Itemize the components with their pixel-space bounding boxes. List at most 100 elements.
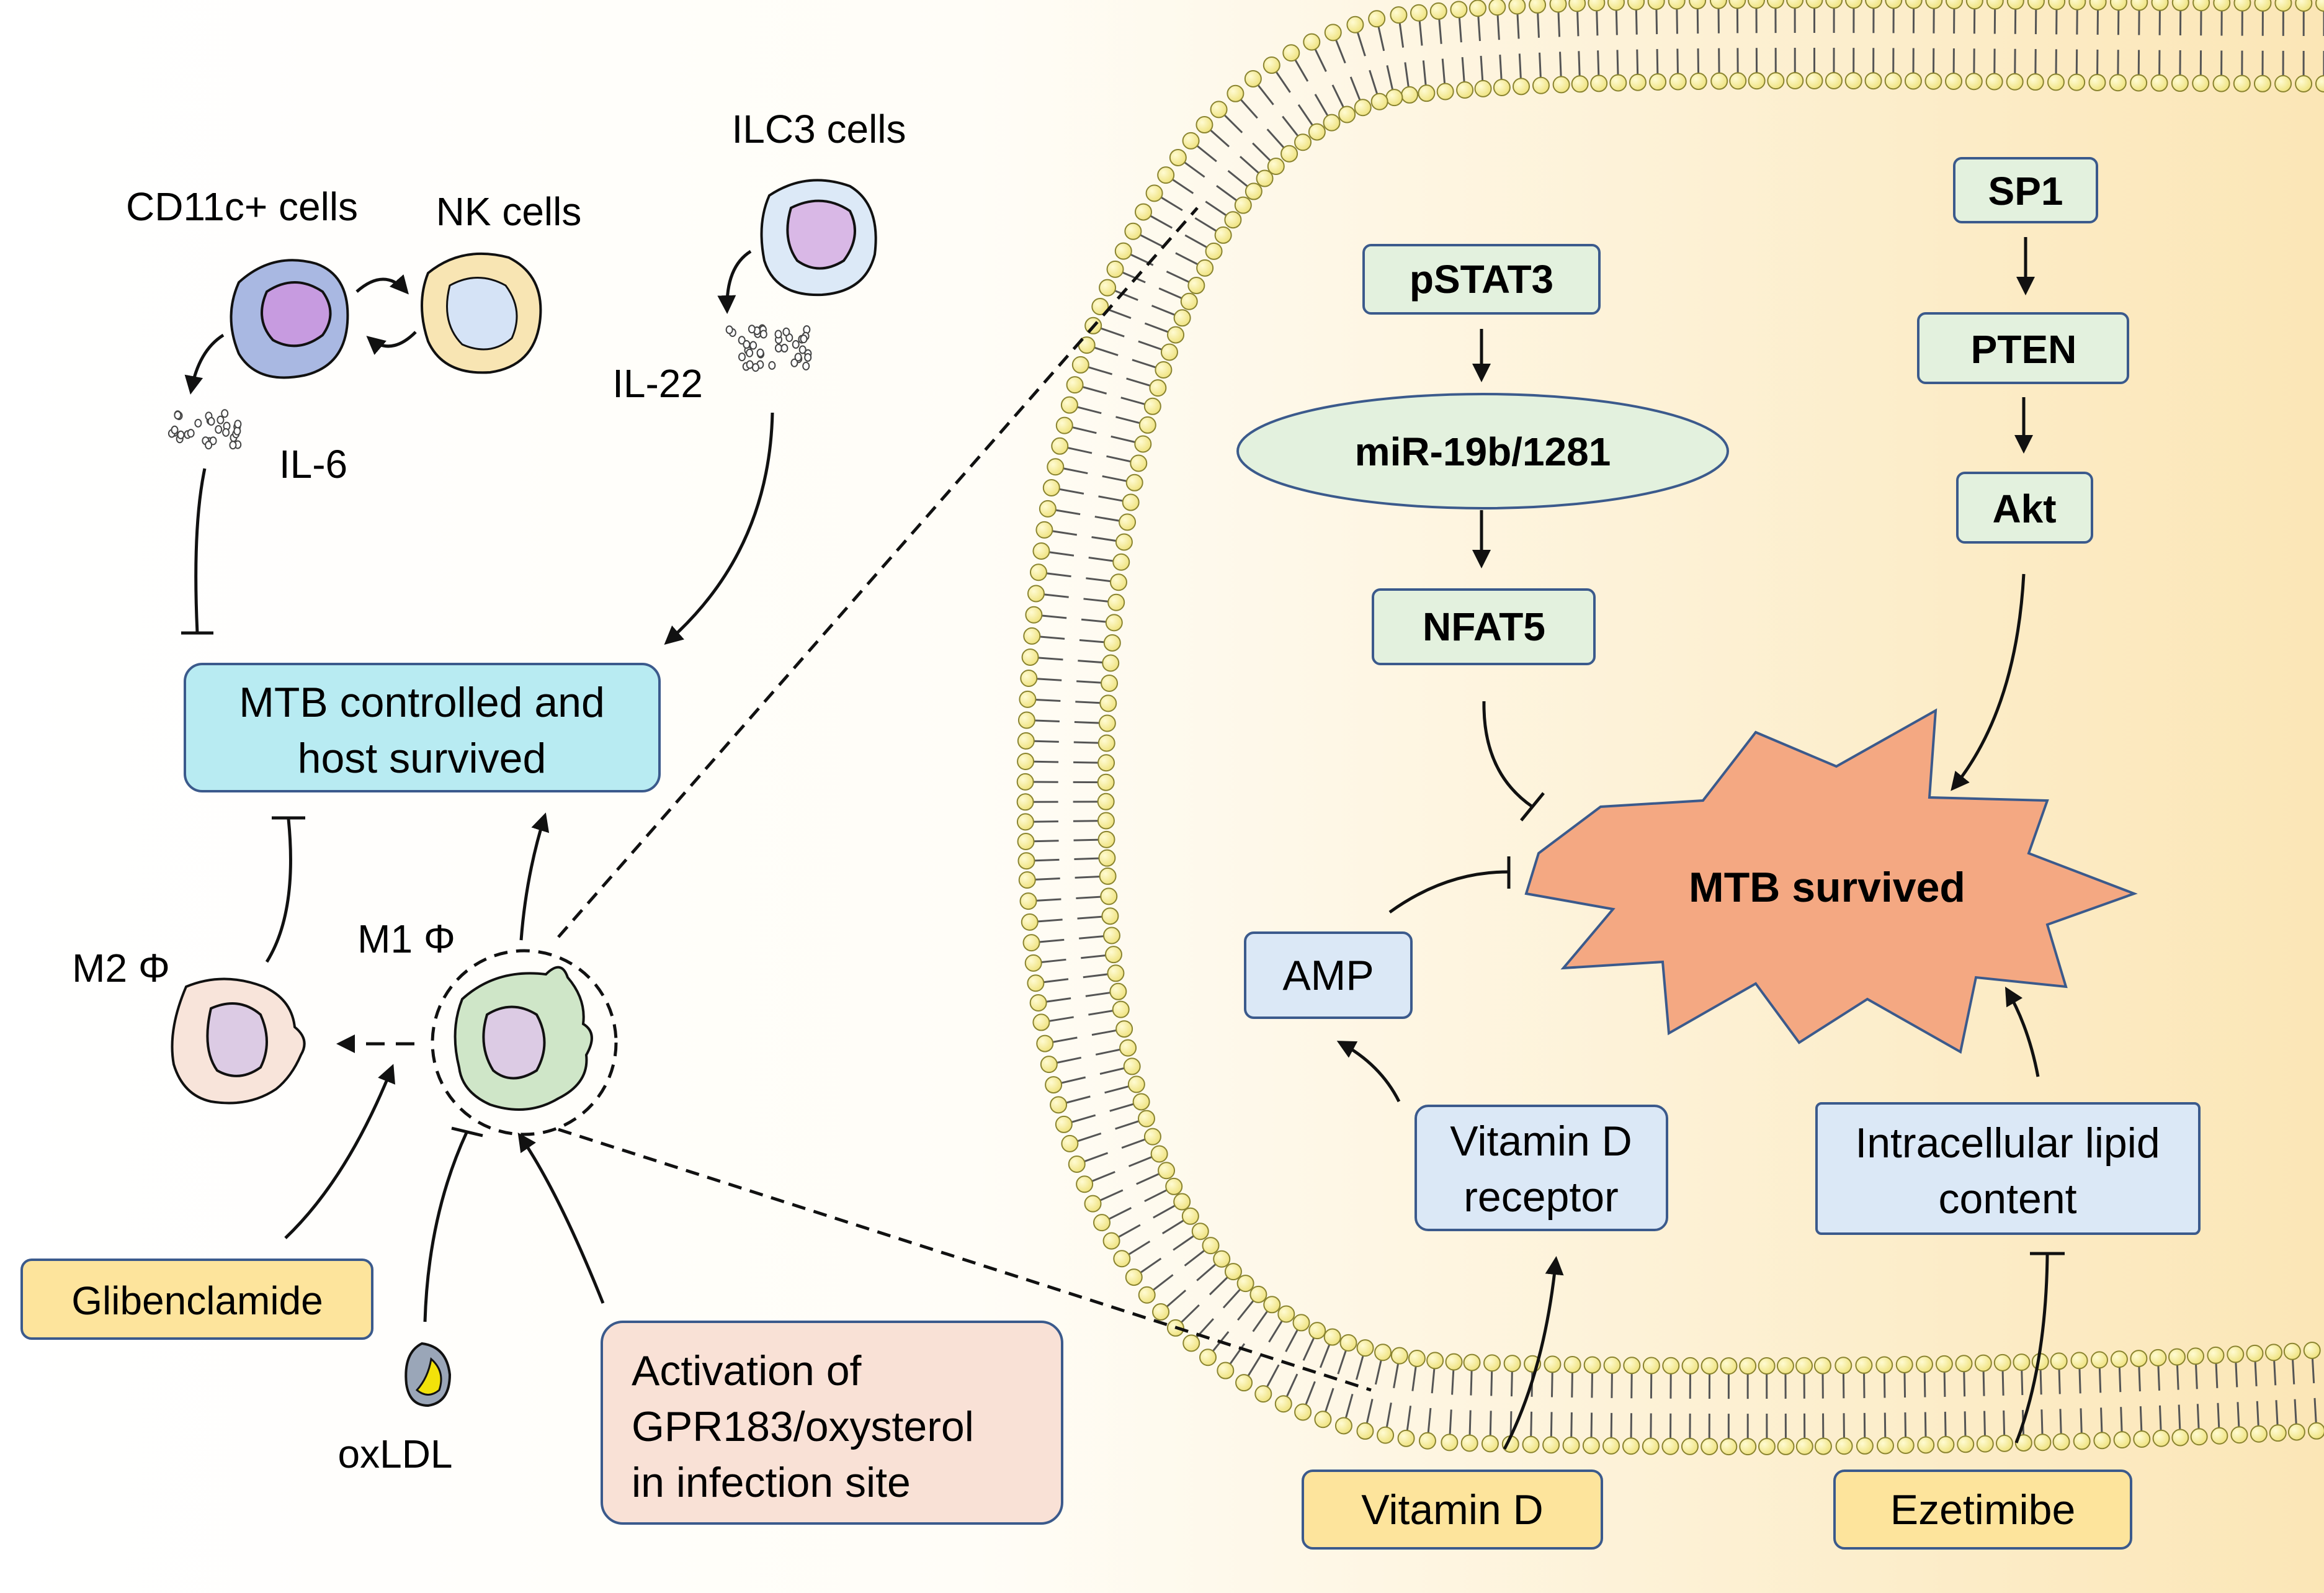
- lipid-head: [1102, 927, 1120, 945]
- lipid-head: [1138, 1286, 1156, 1304]
- lipid-head: [1441, 1434, 1459, 1452]
- nk-to-cd11c-arrow: [366, 331, 417, 356]
- cytokine-dot: [229, 441, 237, 450]
- lipid-head: [1390, 6, 1408, 24]
- lipid-head: [1875, 1356, 1893, 1374]
- lipid-head: [1123, 1057, 1141, 1075]
- lipid-head: [2213, 0, 2231, 12]
- lipid-head: [2274, 74, 2292, 92]
- lipid-head: [1323, 114, 1341, 132]
- lipid-head: [1280, 145, 1298, 163]
- lipid-head: [1022, 934, 1040, 952]
- lipid-head: [1314, 1411, 1332, 1429]
- lipid-head: [1805, 72, 1823, 89]
- lipid-head: [1354, 99, 1372, 117]
- lipid-head: [2152, 1429, 2170, 1447]
- lipid-head: [2070, 1352, 2088, 1370]
- il22-label: IL-22: [612, 361, 703, 406]
- cytokine-dot: [748, 325, 756, 334]
- vitamin-d-box: Vitamin D: [1302, 1470, 1603, 1550]
- lipid-head: [1109, 982, 1127, 1000]
- cytokine-dots-icon: [168, 409, 242, 450]
- lipid-head: [1662, 1357, 1680, 1375]
- lipid-head: [1150, 1145, 1168, 1163]
- lipid-head: [1099, 279, 1117, 297]
- svg-text:Intracellular lipid: Intracellular lipid: [1855, 1120, 2160, 1167]
- cytokine-dot: [207, 416, 215, 426]
- lipid-head: [1825, 0, 1843, 9]
- sp1-box: SP1: [1953, 157, 2098, 223]
- lipid-head: [1071, 356, 1089, 374]
- lipid-head: [1235, 1374, 1253, 1392]
- lipid-head: [1532, 76, 1550, 94]
- lipid-head: [2027, 0, 2045, 11]
- lipid-head: [1609, 74, 1627, 92]
- lipid-head: [1274, 1395, 1292, 1413]
- lipid-head: [1463, 1353, 1481, 1371]
- lipid-head: [1169, 148, 1187, 166]
- lipid-head: [1191, 1223, 1209, 1241]
- lipid-head: [1068, 1155, 1086, 1173]
- lipid-head: [2150, 74, 2168, 92]
- lipid-head: [1101, 907, 1119, 925]
- lipid-head: [1303, 33, 1321, 51]
- lipid-head: [2109, 74, 2127, 92]
- lipid-head: [1607, 0, 1625, 11]
- lipid-head: [1097, 734, 1115, 752]
- lipid-head: [1205, 242, 1223, 260]
- lipid-head: [1681, 1357, 1699, 1375]
- lipid-head: [1689, 73, 1707, 91]
- cytokine-dot: [233, 426, 241, 436]
- lipid-head: [1552, 76, 1570, 94]
- lipid-head: [1728, 0, 1746, 9]
- lipid-head: [1106, 260, 1124, 278]
- lipid-head: [1100, 887, 1118, 905]
- lipid-head: [1324, 24, 1342, 42]
- lipid-head: [2089, 0, 2107, 11]
- vdr-box: Vitamin D receptor: [1415, 1105, 1668, 1231]
- lipid-head: [1234, 196, 1252, 214]
- lipid-head: [2088, 73, 2106, 91]
- lipid-head: [1098, 849, 1116, 867]
- lipid-head: [1173, 1193, 1191, 1211]
- lipid-head: [1945, 0, 1963, 9]
- lipid-head: [1814, 1437, 1832, 1455]
- lipid-head: [1876, 1437, 1894, 1455]
- lipid-head: [1236, 1275, 1254, 1293]
- nfat5-box: NFAT5: [1372, 588, 1596, 665]
- il6-inhibition: [181, 468, 213, 635]
- lipid-head: [1602, 1437, 1620, 1455]
- lipid-head: [1244, 70, 1262, 88]
- amp-inhibition: [1388, 856, 1511, 914]
- lipid-head: [1061, 1134, 1079, 1152]
- lipid-head: [1825, 72, 1843, 90]
- lipid-head: [1125, 473, 1143, 491]
- lipid-head: [2068, 0, 2086, 11]
- lipid-head: [1562, 1436, 1580, 1454]
- lipid-head: [1105, 614, 1123, 632]
- lipid-head: [2283, 1342, 2301, 1360]
- lipid-head: [2254, 0, 2272, 12]
- lipid-head: [1855, 1356, 1873, 1374]
- lipid-head: [1308, 123, 1326, 141]
- lipid-head: [1102, 654, 1120, 672]
- lipid-head: [1282, 44, 1300, 62]
- glibenclamide-arrow: [284, 1064, 396, 1239]
- lipid-head: [1167, 326, 1185, 344]
- cytokine-dot: [794, 352, 802, 362]
- lipid-head: [1993, 1353, 2011, 1371]
- lipid-head: [1986, 0, 2004, 10]
- lipid-head: [1024, 954, 1042, 972]
- lipid-head: [1138, 416, 1156, 434]
- cytokine-dot: [746, 348, 754, 357]
- lipid-head: [1097, 830, 1115, 848]
- lipid-head: [2110, 1350, 2128, 1368]
- lipid-head: [1050, 1096, 1068, 1114]
- lipid-head: [2264, 1344, 2282, 1362]
- lipid-head: [1995, 1434, 2013, 1452]
- lipid-head: [2269, 1424, 2287, 1442]
- lipid-head: [1915, 1355, 1933, 1373]
- lipid-head: [1103, 634, 1121, 652]
- lipid-head: [1017, 852, 1035, 870]
- lipid-head: [1051, 437, 1069, 455]
